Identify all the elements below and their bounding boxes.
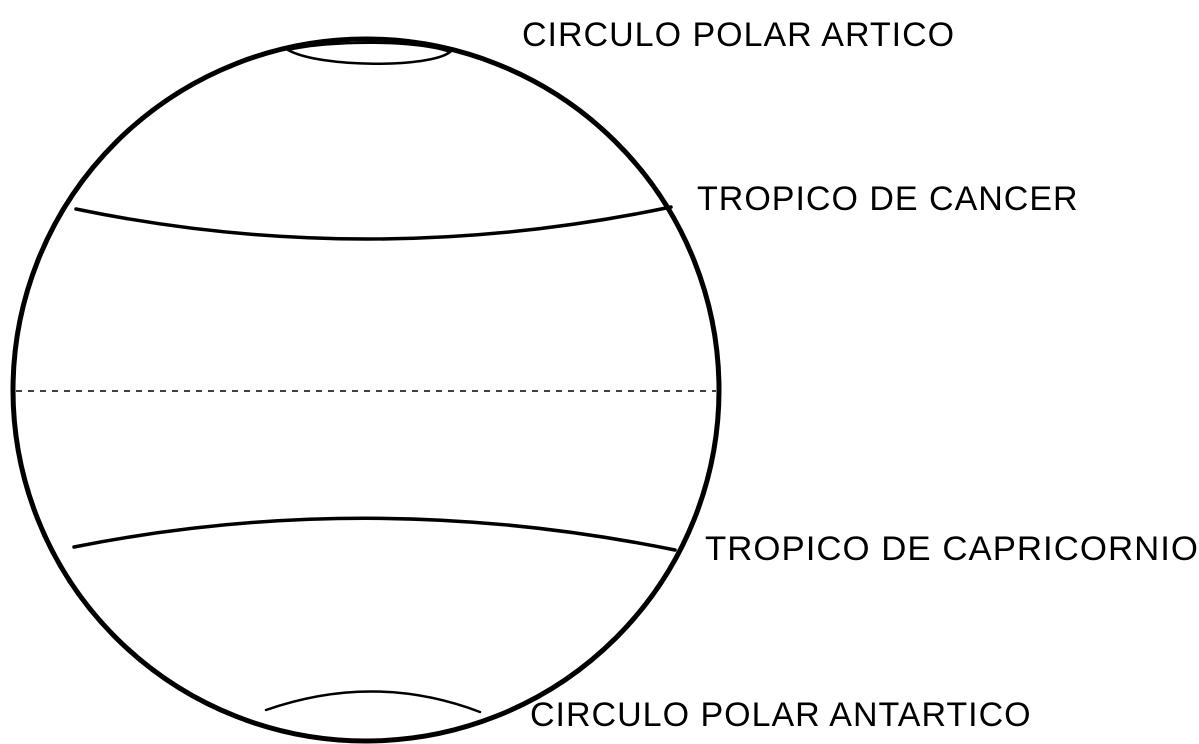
tropic-of-cancer-line <box>76 207 671 239</box>
globe-outline <box>13 39 719 741</box>
antarctic-circle-line <box>266 691 480 712</box>
tropic-of-capricorn-line <box>74 518 675 550</box>
antarctic-circle-label: CIRCULO POLAR ANTARTICO <box>530 696 1032 734</box>
arctic-circle-line <box>288 43 450 64</box>
tropic-of-capricorn-label: TROPICO DE CAPRICORNIO <box>705 530 1199 568</box>
arctic-circle-label: CIRCULO POLAR ARTICO <box>522 16 955 54</box>
tropic-of-cancer-label: TROPICO DE CANCER <box>697 180 1079 218</box>
